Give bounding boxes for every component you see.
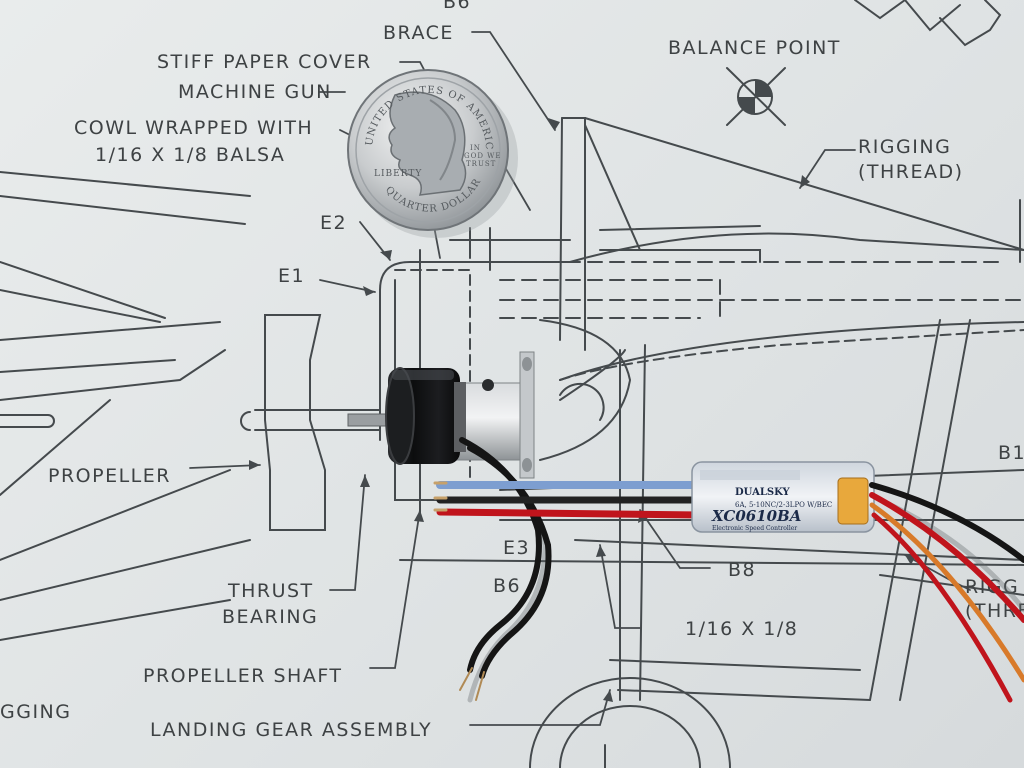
label-machine-gun: MACHINE GUN: [178, 81, 332, 103]
esc-subtitle: Electronic Speed Controller: [712, 525, 797, 532]
label-e2: E2: [320, 212, 348, 234]
motor-mount: [454, 351, 535, 479]
esc-brand: DUALSKY: [735, 487, 791, 498]
label-rigging-left: GGING: [0, 701, 72, 723]
esc-output-wires: [869, 482, 1024, 703]
label-rigging: RIGGING: [858, 136, 952, 158]
label-landing-gear-assembly: LANDING GEAR ASSEMBLY: [150, 719, 433, 741]
label-bearing: BEARING: [222, 606, 319, 628]
coin-liberty: LIBERTY: [374, 169, 422, 179]
coin-motto-1: IN: [470, 144, 481, 152]
label-rigging-thread: (THREAD): [858, 161, 964, 183]
label-balance-point: BALANCE POINT: [668, 37, 841, 59]
speed-controller: DUALSKY 6A, 5-10NC/2-3LPO W/BEC XC0610BA…: [691, 461, 875, 533]
label-strip-size: 1/16 X 1/8: [685, 618, 799, 640]
label-b8: B8: [728, 559, 757, 581]
label-brace: BRACE: [383, 22, 454, 44]
motor-wires: [433, 437, 704, 701]
label-cowl-balsa: 1/16 X 1/8 BALSA: [95, 144, 286, 166]
label-cowl-wrapped: COWL WRAPPED WITH: [74, 117, 314, 139]
label-e1: E1: [278, 265, 306, 287]
brushless-motor: [347, 367, 466, 465]
label-stiff-paper-cover: STIFF PAPER COVER: [157, 51, 372, 73]
coin-motto-3: TRUST: [466, 160, 496, 168]
coin-motto-2: GOD WE: [464, 152, 501, 160]
esc-model: XC0610BA: [711, 507, 801, 525]
label-b6-bottom: B6: [493, 575, 522, 597]
quarter-coin: UNITED STATES OF AMERICA QUARTER DOLLAR …: [0, 0, 509, 231]
label-b6-top: B6: [443, 0, 472, 13]
label-e3: E3: [503, 537, 531, 559]
label-thrust: THRUST: [228, 580, 314, 602]
label-propeller: PROPELLER: [48, 465, 171, 487]
label-b1: B1: [998, 442, 1024, 464]
esc-spec: 6A, 5-10NC/2-3LPO W/BEC: [735, 501, 832, 509]
label-propeller-shaft: PROPELLER SHAFT: [143, 665, 343, 687]
